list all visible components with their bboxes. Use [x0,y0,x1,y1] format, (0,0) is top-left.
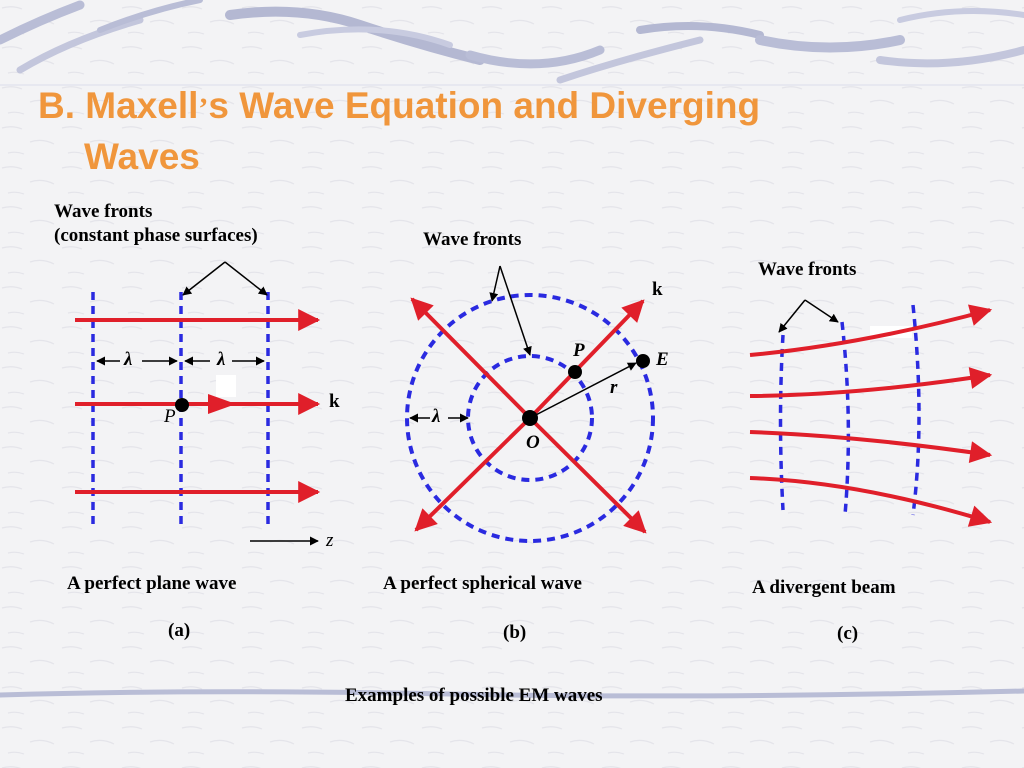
wavefront-label-b: Wave fronts [423,229,522,250]
z-axis-label: z [326,530,334,551]
panel-b-spherical-wave [405,265,655,543]
radius-arrow [529,362,637,419]
title-apostrophe: ’ [198,92,209,125]
highlight-patch [216,375,236,397]
panel-a-rays [75,309,321,503]
panel-a-plane-wave [75,261,321,546]
point-e [636,354,650,368]
panel-label-b: (b) [503,622,527,643]
origin-o [522,410,538,426]
panel-c-rays [749,304,993,527]
panel-label-a: (a) [168,620,191,641]
caption-c: A divergent beam [752,577,896,598]
slide-title: B. Maxell’s Wave Equation and Diverging … [38,82,938,181]
k-label-a: k [329,391,340,412]
radius-label: r [610,377,618,398]
wavefront-c-2 [840,321,851,516]
ray-c-3 [749,430,993,464]
point-p-a [175,398,189,412]
k-label-b: k [652,279,663,300]
title-text-1: B. Maxell [38,85,199,126]
caption-b: A perfect spherical wave [383,573,582,594]
origin-label: O [526,432,540,453]
small-red-arrowhead [208,394,236,414]
wavefront-b-outer [405,293,655,543]
wavefront-label-c: Wave fronts [758,259,857,280]
title-text-2: s Wave Equation and Diverging [208,85,761,126]
ray-b-ne [528,299,645,420]
ray-b-se [528,416,647,534]
panel-c-divergent-beam [749,299,993,527]
wavelength-symbol-b: λ [432,406,441,427]
wavefront-a-pointer [182,261,268,296]
ray-b-nw [410,297,532,420]
ray-b-sw [414,416,532,532]
e-label: E [656,349,669,370]
title-line-2: Waves [84,136,200,177]
ray-c-1 [749,304,993,357]
wavelength-symbol-a-1: λ [124,349,133,370]
wavefront-b-inner [466,354,594,482]
wavefront-c-3 [911,304,921,516]
ray-c-4 [749,476,993,527]
point-p-b [568,365,582,379]
wavefront-label-a-line1: Wave fronts [54,201,153,222]
point-p-a-label: P [164,406,176,427]
wavefront-c-1 [778,334,785,511]
decorative-header-swooshes [0,0,1024,86]
wavelength-symbol-a-2: λ [217,349,226,370]
ray-c-2 [749,367,993,398]
caption-a: A perfect plane wave [67,573,237,594]
panel-label-c: (c) [837,623,859,644]
panel-c-wavefronts [778,304,921,516]
wavefront-c-pointer [778,299,839,333]
wavefront-label-a-line2: (constant phase surfaces) [54,225,258,246]
decorative-footer-line [0,688,1024,699]
figure-caption: Examples of possible EM waves [345,685,603,706]
panel-b-rays [410,297,647,534]
point-p-b-label: P [573,340,585,361]
wavefront-b-pointer [489,265,532,356]
